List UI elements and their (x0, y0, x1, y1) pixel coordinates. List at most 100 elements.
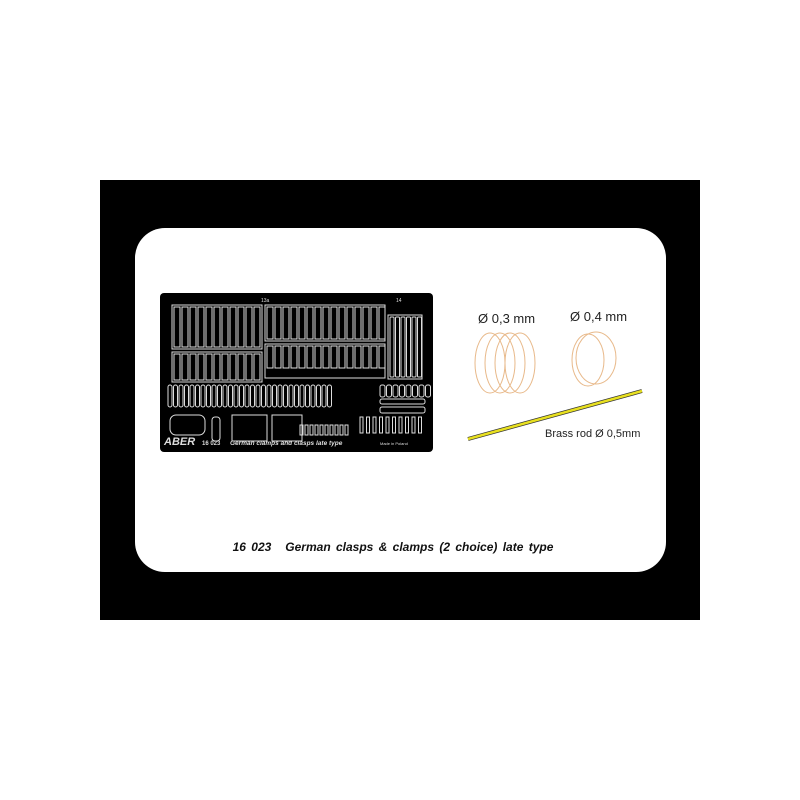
fret-part (330, 306, 338, 340)
fret-part (221, 353, 229, 381)
product-title: German clasps & clamps (2 choice) late t… (285, 540, 554, 554)
fret-part (406, 316, 411, 378)
fret-part (346, 345, 354, 369)
brass-rod (467, 389, 643, 441)
fret-part (411, 416, 416, 434)
fret-part (306, 306, 314, 340)
wire-label-0-4: Ø 0,4 mm (570, 309, 628, 324)
product-caption: 16 023 German clasps & clamps (2 choice) … (0, 540, 800, 554)
fret-part (255, 384, 261, 408)
fret-part (169, 414, 206, 436)
fret-part (189, 353, 197, 381)
fret-part (228, 384, 233, 408)
fret-part (299, 384, 305, 408)
fret-part (205, 306, 213, 348)
fret-part (200, 384, 206, 408)
fret-made-in: Made in Poland (380, 441, 408, 446)
fret-part (418, 416, 422, 434)
fret-part (282, 345, 290, 369)
fret-part (321, 384, 327, 408)
fret-part (330, 345, 338, 369)
fret-part (239, 384, 244, 408)
fret-part (237, 306, 245, 348)
fret-part (245, 353, 253, 381)
fret-part (379, 416, 383, 434)
fret-part (362, 306, 370, 340)
fret-part (288, 384, 294, 408)
fret-part (305, 384, 310, 408)
fret-part-13a: 13a (261, 298, 270, 304)
product-code: 16 023 (232, 540, 272, 554)
fret-part (266, 306, 274, 340)
fret-part (362, 345, 370, 369)
fret-part (283, 384, 288, 408)
fret-part (395, 316, 400, 378)
fret-part (354, 345, 362, 369)
fret-part (412, 384, 418, 398)
rod-label: Brass rod Ø 0,5mm (545, 428, 641, 440)
fret-part (229, 353, 237, 381)
fret-part (253, 353, 261, 381)
fret-part (366, 416, 370, 434)
fret-part (322, 306, 330, 340)
fret-part (173, 306, 181, 348)
fret-part (245, 306, 253, 348)
fret-part (178, 384, 184, 408)
wire-coil-0-3 (474, 332, 536, 394)
fret-part (271, 414, 303, 442)
fret-part (370, 345, 378, 369)
fret-part (184, 384, 189, 408)
fret-part (197, 353, 205, 381)
fret-part (379, 406, 426, 414)
fret-part (370, 306, 378, 340)
fret-part (309, 424, 314, 436)
fret-part (398, 416, 403, 434)
fret-part (266, 384, 272, 408)
fret-part (338, 306, 346, 340)
fret-part (339, 424, 344, 436)
fret-part (319, 424, 324, 436)
fret-part (171, 304, 263, 350)
fret-part (195, 384, 200, 408)
fret-part (392, 384, 399, 398)
fret-part (378, 345, 386, 369)
fret-part (171, 351, 263, 383)
fret-part (354, 306, 362, 340)
fret-part (277, 384, 283, 408)
fret-part (334, 424, 339, 436)
fret-part (418, 384, 425, 398)
fret-title: German clamps and clasps late type (230, 440, 343, 447)
photo-etched-fret: ABER 16 023 German clamps and clasps lat… (160, 293, 433, 452)
fret-part (274, 345, 282, 369)
fret-part (274, 306, 282, 340)
fret-part (405, 384, 412, 398)
fret-part (173, 384, 178, 408)
fret-part (253, 306, 261, 348)
fret-part (261, 384, 266, 408)
fret-part (282, 306, 290, 340)
fret-part (378, 306, 386, 340)
fret-part (400, 316, 406, 378)
fret-part (385, 416, 390, 434)
fret-part (338, 345, 346, 369)
fret-part (244, 384, 250, 408)
fret-part (197, 306, 205, 348)
fret-part (346, 306, 354, 340)
fret-part (399, 384, 405, 398)
fret-part (314, 424, 319, 436)
fret-part (167, 384, 173, 408)
wire-label-0-3: Ø 0,3 mm (478, 311, 536, 326)
fret-part (329, 424, 334, 436)
fret-part (379, 384, 386, 398)
fret-part (237, 353, 245, 381)
fret-part (222, 384, 228, 408)
fret-part (290, 345, 298, 369)
fret-part (266, 345, 274, 369)
fret-part (372, 416, 377, 434)
fret-part (211, 384, 217, 408)
fret-part (229, 306, 237, 348)
fret-part (417, 316, 422, 378)
fret-part (359, 416, 364, 434)
fret-part-14: 14 (396, 298, 402, 304)
fret-part (425, 384, 431, 398)
